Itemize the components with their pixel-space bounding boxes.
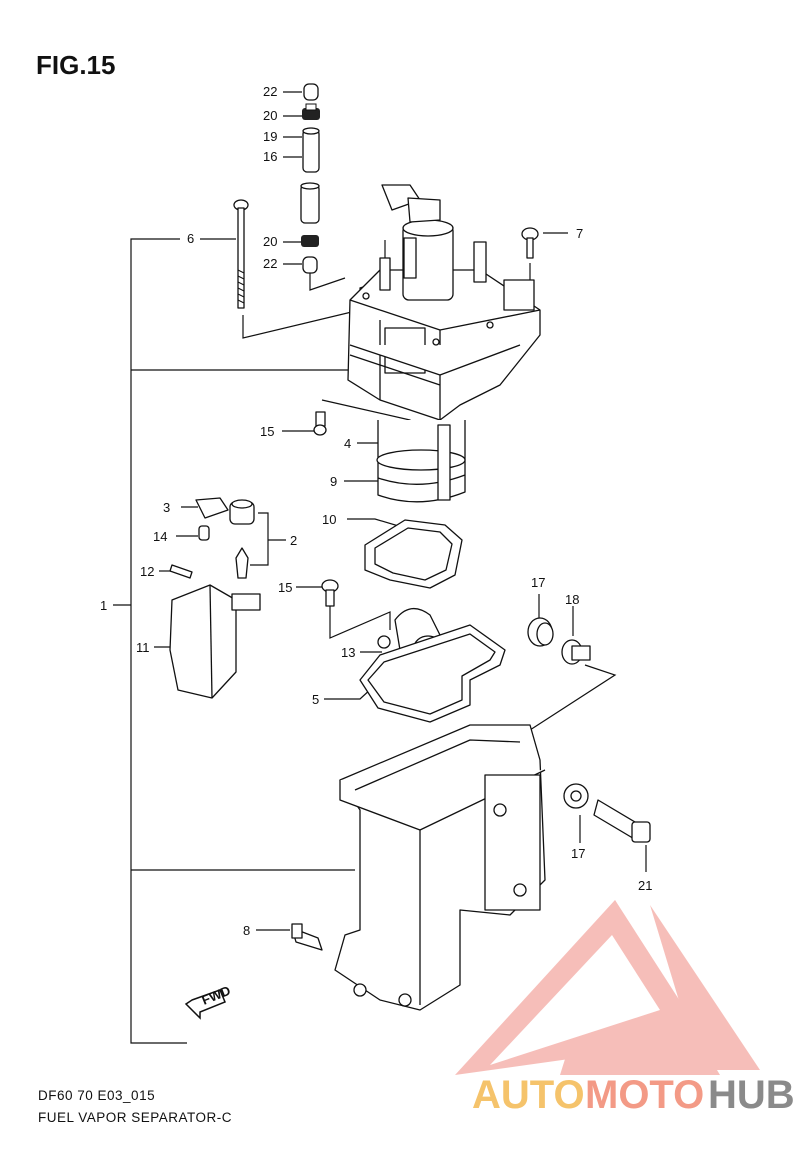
fwd-arrow: FWD (184, 983, 233, 1020)
callout-15: 15 (278, 580, 292, 595)
callout-16: 16 (263, 149, 277, 164)
callout-5: 5 (312, 692, 319, 707)
screw-7 (521, 227, 539, 259)
callout-11: 11 (136, 640, 150, 655)
watermark-auto: AUTO (472, 1073, 585, 1117)
watermark-hub: HUB (708, 1073, 795, 1117)
plate-3 (195, 497, 229, 519)
float-11 (169, 584, 261, 699)
watermark-logo (455, 900, 760, 1075)
grommet-17-lower (563, 783, 589, 809)
callout-12: 12 (140, 564, 154, 579)
callout-4: 4 (344, 436, 351, 451)
grommet-17-top (527, 617, 554, 647)
gasket-10 (364, 519, 463, 589)
cap-22-bottom (302, 256, 318, 274)
callout-2: 2 (290, 533, 297, 548)
callout-17: 17 (571, 846, 585, 861)
callout-8: 8 (243, 923, 250, 938)
callout-1: 1 (100, 598, 107, 613)
callout-20: 20 (263, 234, 277, 249)
callout-18: 18 (565, 592, 579, 607)
bolt-21 (593, 799, 651, 843)
callout-3: 3 (163, 500, 170, 515)
separator-body-4 (347, 184, 541, 421)
clip-20-top (302, 103, 320, 120)
collar-18 (561, 639, 591, 665)
callout-9: 9 (330, 474, 337, 489)
callout-21: 21 (638, 878, 652, 893)
screw-15-top (313, 411, 327, 436)
callout-labels: 22 20 19 16 6 20 22 7 15 4 9 10 3 2 14 1… (100, 84, 652, 938)
callout-19: 19 (263, 129, 277, 144)
callout-14: 14 (153, 529, 167, 544)
bolt-6 (233, 199, 249, 309)
cap-22-top (303, 83, 319, 101)
gasket-5 (359, 624, 506, 723)
watermark-moto: MOTO (585, 1073, 704, 1117)
float-chamber-9 (376, 420, 466, 503)
callout-6: 6 (187, 231, 194, 246)
footer-code: DF60 70 E03_015 (38, 1088, 156, 1103)
callout-17: 17 (531, 575, 545, 590)
pin-12 (169, 564, 193, 579)
base-housing (334, 724, 546, 1011)
callout-20: 20 (263, 108, 277, 123)
callout-13: 13 (341, 645, 355, 660)
hose-16-19 (300, 127, 320, 224)
callout-22: 22 (263, 84, 277, 99)
callout-15: 15 (260, 424, 274, 439)
clip-20-bottom (301, 235, 319, 247)
assembly-bracket (113, 238, 355, 1044)
callout-10: 10 (322, 512, 336, 527)
figure-title: FIG.15 (36, 50, 116, 80)
callout-22: 22 (263, 256, 277, 271)
watermark-text: AUTO MOTO HUB (472, 1073, 795, 1117)
callout-7: 7 (576, 226, 583, 241)
needle-valve-2 (229, 499, 255, 579)
screw-15-lower (321, 579, 339, 607)
screw-14 (198, 525, 210, 541)
fitting-8 (291, 923, 323, 951)
footer-caption: FUEL VAPOR SEPARATOR-C (38, 1110, 233, 1125)
